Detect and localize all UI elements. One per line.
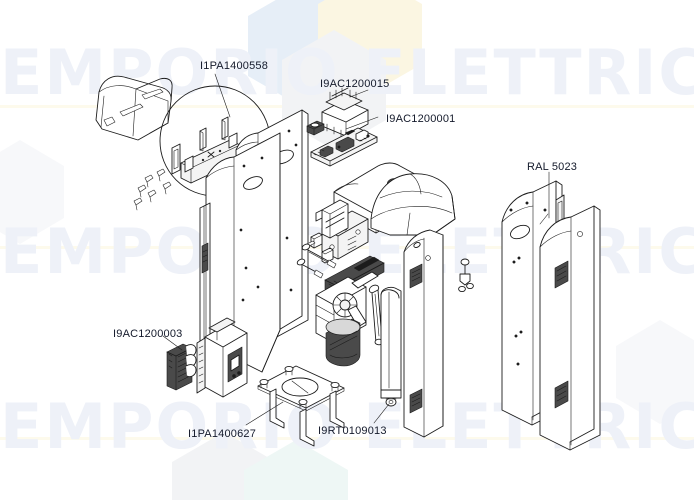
part-terminal-block-i9ac1200003 <box>166 343 197 391</box>
part-base-plate-i1pa1400627 <box>257 365 345 447</box>
part-push-rod <box>368 284 384 346</box>
part-hinge-bracket <box>315 199 349 239</box>
part-door-panel-right <box>403 229 444 438</box>
label-i9ac1200003: I9AC1200003 <box>113 328 183 340</box>
part-motor-gearbox <box>315 255 385 367</box>
part-latch-small <box>458 258 474 293</box>
label-i9rt0109013: I9RT0109013 <box>318 425 387 437</box>
part-small-clip <box>306 120 325 136</box>
part-fastener-screws <box>133 168 172 211</box>
part-gas-strut-i9rt0109013 <box>380 286 402 407</box>
label-i9ac1200001: I9AC1200001 <box>386 113 456 125</box>
part-door-panel-center <box>205 132 281 373</box>
label-i9ac1200015: I9AC1200015 <box>320 78 390 90</box>
part-control-unit-housing <box>196 317 248 398</box>
part-cabinet-front-ral5023 <box>539 205 601 451</box>
label-ral-5023: RAL 5023 <box>527 161 578 173</box>
part-dome-cover <box>370 173 456 236</box>
label-i1pa1400558: I1PA1400558 <box>200 60 269 72</box>
part-top-cap-cover <box>95 75 173 141</box>
label-i1pa1400627: I1PA1400627 <box>188 428 257 440</box>
